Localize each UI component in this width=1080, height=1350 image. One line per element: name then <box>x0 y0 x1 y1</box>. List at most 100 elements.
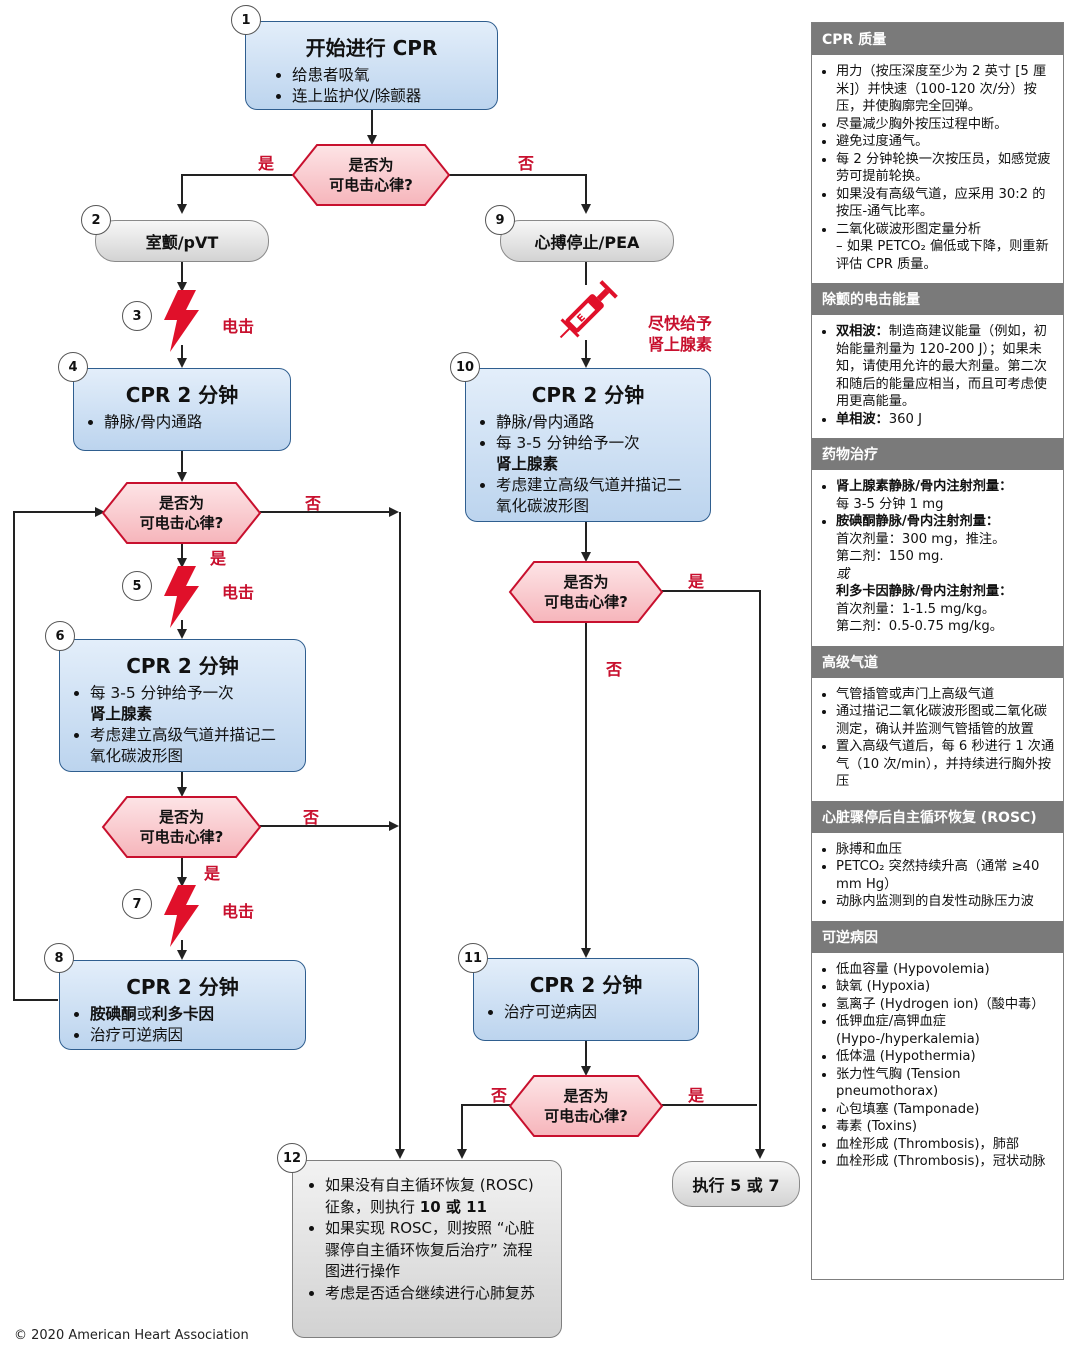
airway-item: 置入高级气道后，每 6 秒进行 1 次通气（10 次/min），并持续进行胸外按… <box>836 738 1055 791</box>
sidebar-airway-title: 高级气道 <box>812 645 1063 678</box>
cause-item: 低体温 (Hypothermia) <box>836 1048 1055 1066</box>
box-6-item-1-text: 每 3-5 分钟给予一次 <box>90 684 234 702</box>
box-1-start-cpr: 开始进行 CPR 给患者吸氧 连上监护仪/除颤器 <box>245 21 498 110</box>
box-10-item-3: 考虑建立高级气道并描记二氧化碳波形图 <box>496 475 696 517</box>
yes-label: 是 <box>258 154 275 173</box>
box-12-item-1: 如果没有自主循环恢复 (ROSC) 征象，则执行 10 或 11 <box>325 1175 547 1218</box>
box-8-item-2: 治疗可逆病因 <box>90 1025 291 1046</box>
step-number: 7 <box>122 889 152 919</box>
quality-item: 二氧化碳波形图定量分析 <box>836 221 1055 239</box>
airway-item: 气管插管或声门上高级气道 <box>836 686 1055 704</box>
quality-item: 如果没有高级气道，应采用 30:2 的按压-通气比率。 <box>836 186 1055 221</box>
rosc-item: 脉搏和血压 <box>836 841 1055 859</box>
epi-label: 尽快给予肾上腺素 <box>648 314 713 354</box>
sidebar-energy-body: 双相波：制造商建议能量（例如，初始能量剂量为 120-200 J）；如果未知，请… <box>812 315 1063 438</box>
decision-diamond-4 <box>508 561 664 623</box>
sidebar-causes-body: 低血容量 (Hypovolemia) 缺氧 (Hypoxia) 氢离子 (Hyd… <box>812 953 1063 1181</box>
energy-biphasic: 双相波：制造商建议能量（例如，初始能量剂量为 120-200 J）；如果未知，请… <box>836 323 1055 411</box>
shock-label: 电击 <box>222 317 255 336</box>
quality-item: 每 2 分钟轮换一次按压员，如感觉疲劳可提前轮换。 <box>836 151 1055 186</box>
box-6-item-2: 考虑建立高级气道并描记二氧化碳波形图 <box>90 725 291 767</box>
box-12-item-2: 如果实现 ROSC，则按照 “心脏骤停自主循环恢复后治疗” 流程图进行操作 <box>325 1218 547 1283</box>
shock-icon-3 <box>164 290 199 352</box>
shock-icon-7 <box>164 885 199 947</box>
shock-icon-5 <box>164 566 199 628</box>
cause-item: 心包填塞 (Tamponade) <box>836 1101 1055 1119</box>
box-11-item: 治疗可逆病因 <box>504 1002 684 1023</box>
syringe-icon: E <box>559 280 618 339</box>
quality-item: 用力（按压深度至少为 2 英寸 [5 厘米]）并快速（100-120 次/分）按… <box>836 63 1055 116</box>
box-8-or: 或 <box>136 1005 153 1023</box>
no-label: 否 <box>518 154 535 173</box>
box-12-item-3: 考虑是否适合继续进行心肺复苏 <box>325 1283 547 1305</box>
sidebar-airway-body: 气管插管或声门上高级气道 通过描记二氧化碳波形图或二氧化碳测定，确认并监测气管插… <box>812 678 1063 801</box>
box-9-title: 心搏停止/PEA <box>534 233 640 252</box>
no-label: 否 <box>305 494 322 513</box>
drug-epinephrine: 肾上腺素静脉/骨内注射剂量：每 3-5 分钟 1 mg <box>836 478 1055 513</box>
rosc-item: PETCO₂ 突然持续升高（通常 ≥40 mm Hg） <box>836 858 1055 893</box>
box-8-drug-1: 胺碘酮 <box>90 1005 137 1023</box>
step-number: 2 <box>81 205 111 235</box>
yes-label: 是 <box>688 572 705 591</box>
cause-item: 低血容量 (Hypovolemia) <box>836 961 1055 979</box>
cause-item: 低钾血症/高钾血症 (Hypo-/hyperkalemia) <box>836 1013 1055 1048</box>
sidebar-quality-body: 用力（按压深度至少为 2 英寸 [5 厘米]）并快速（100-120 次/分）按… <box>812 55 1063 283</box>
box-4-cpr: CPR 2 分钟 静脉/骨内通路 <box>73 368 291 451</box>
box-1-item: 连上监护仪/除颤器 <box>292 86 483 107</box>
box-9-asystole-pea: 心搏停止/PEA <box>500 220 674 262</box>
box-8-item-1: 胺碘酮或利多卡因 <box>90 1004 291 1025</box>
box-12-item-1-steps: 10 或 11 <box>419 1197 487 1216</box>
goto-box: 执行 5 或 7 <box>672 1161 800 1207</box>
airway-item: 通过描记二氧化碳波形图或二氧化碳测定，确认并监测气管插管的放置 <box>836 703 1055 738</box>
sidebar-rosc-body: 脉搏和血压 PETCO₂ 突然持续升高（通常 ≥40 mm Hg） 动脉内监测到… <box>812 833 1063 921</box>
box-10-item-2-drug: 肾上腺素 <box>496 455 559 473</box>
quality-subitem: – 如果 PETCO₂ 偏低或下降，则重新评估 CPR 质量。 <box>836 239 1049 272</box>
yes-label: 是 <box>210 549 227 568</box>
decision-text-2: 是否为可电击心律? <box>139 494 224 532</box>
cause-item: 毒素 (Toxins) <box>836 1118 1055 1136</box>
cause-item: 氢离子 (Hydrogen ion)（酸中毒） <box>836 996 1055 1014</box>
step-number: 9 <box>485 205 515 235</box>
cause-item: 血栓形成 (Thrombosis)，冠状动脉 <box>836 1153 1055 1171</box>
sidebar-reference: CPR 质量 用力（按压深度至少为 2 英寸 [5 厘米]）并快速（100-12… <box>811 22 1064 1280</box>
shock-label: 电击 <box>222 902 255 921</box>
decision-text-5: 是否为可电击心律? <box>544 1087 628 1125</box>
quality-item: 尽量减少胸外按压过程中断。 <box>836 116 1055 134</box>
sidebar-drugs-body: 肾上腺素静脉/骨内注射剂量：每 3-5 分钟 1 mg 胺碘酮静脉/骨内注射剂量… <box>812 470 1063 646</box>
step-number: 4 <box>58 352 88 382</box>
decision-text-3: 是否为可电击心律? <box>139 808 224 846</box>
box-8-drug-2: 利多卡因 <box>152 1005 215 1023</box>
box-2-vf-pvt: 室颤/pVT <box>95 220 269 262</box>
box-6-title: CPR 2 分钟 <box>126 654 239 678</box>
yes-label: 是 <box>688 1086 705 1105</box>
decision-diamond-2 <box>101 482 262 544</box>
step-number: 1 <box>231 5 261 35</box>
drug-amiodarone: 胺碘酮静脉/骨内注射剂量：首次剂量：300 mg，推注。第二剂：150 mg.或… <box>836 513 1055 636</box>
box-12-rosc: 如果没有自主循环恢复 (ROSC) 征象，则执行 10 或 11 如果实现 RO… <box>292 1160 562 1338</box>
box-2-title: 室颤/pVT <box>145 233 219 252</box>
sidebar-quality-title: CPR 质量 <box>812 23 1063 55</box>
no-label: 否 <box>606 660 623 679</box>
energy-monophasic: 单相波：360 J <box>836 411 1055 429</box>
step-number: 5 <box>122 571 152 601</box>
decision-diamond-5 <box>508 1075 664 1137</box>
step-number: 11 <box>458 943 488 973</box>
copyright: © 2020 American Heart Association <box>14 1328 249 1343</box>
box-10-item-2-text: 每 3-5 分钟给予一次 <box>496 434 640 452</box>
box-12-item-1-text: 如果没有自主循环恢复 (ROSC) 征象，则执行 <box>325 1176 534 1216</box>
step-number: 12 <box>277 1143 307 1173</box>
decision-text-1: 是否为可电击心律? <box>329 156 413 194</box>
sidebar-rosc-title: 心脏骤停后自主循环恢复 (ROSC) <box>812 800 1063 833</box>
quality-item: 避免过度通气。 <box>836 133 1055 151</box>
sidebar-drugs-title: 药物治疗 <box>812 438 1063 470</box>
shock-label: 电击 <box>222 583 255 602</box>
step-number: 3 <box>122 301 152 331</box>
cause-item: 张力性气胸 (Tension pneumothorax) <box>836 1066 1055 1101</box>
rosc-item: 动脉内监测到的自发性动脉压力波 <box>836 893 1055 911</box>
box-11-cpr: CPR 2 分钟 治疗可逆病因 <box>473 958 699 1041</box>
cause-item: 缺氧 (Hypoxia) <box>836 978 1055 996</box>
box-4-item: 静脉/骨内通路 <box>104 412 276 433</box>
